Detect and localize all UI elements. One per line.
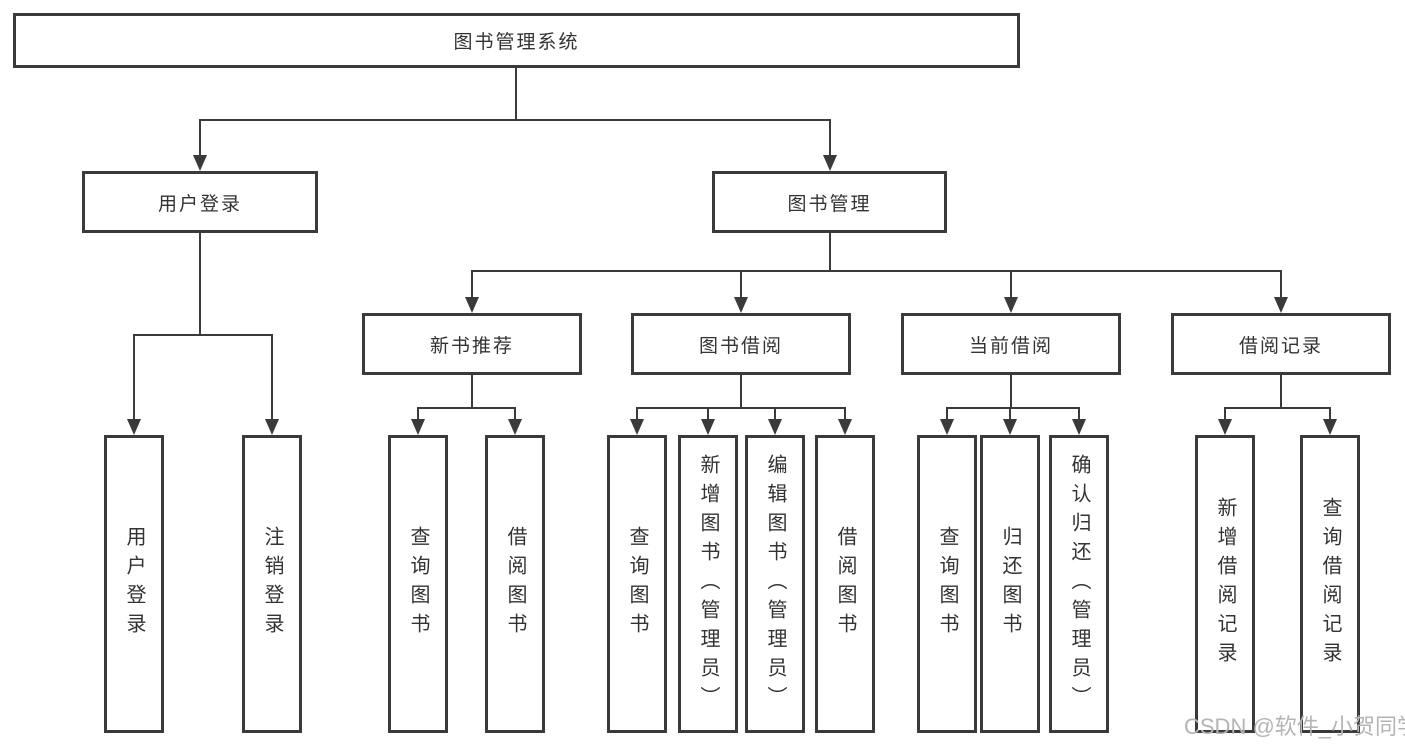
connector-user-login-drop <box>199 233 201 335</box>
connector-book-mgmt-drop <box>829 233 831 271</box>
connector-group-bar <box>637 407 845 409</box>
node-root: 图书管理系统 <box>13 13 1020 68</box>
leaf-confirm-return-admin: 确认归还（管理员） <box>1049 435 1109 733</box>
leaf-return-book: 归还图书 <box>980 435 1040 733</box>
connector-user-login-bar <box>134 334 272 336</box>
leaf-label: 查询图书 <box>936 526 958 642</box>
leaf-label: 借阅图书 <box>834 526 856 642</box>
leaf-edit-book-admin: 编辑图书（管理员） <box>745 435 805 733</box>
leaf-query-books-current: 查询图书 <box>917 435 977 733</box>
connector-stub <box>1010 270 1012 298</box>
leaf-user-login: 用户登录 <box>104 435 164 733</box>
arrow-down-icon <box>1003 419 1017 435</box>
arrow-down-icon <box>940 419 954 435</box>
connector-stub <box>271 334 273 421</box>
arrow-down-icon <box>734 297 748 313</box>
connector-stub <box>707 407 709 421</box>
arrow-down-icon <box>630 419 644 435</box>
connector-stub <box>1224 407 1226 421</box>
arrow-down-icon <box>465 297 479 313</box>
arrow-down-icon <box>1218 419 1232 435</box>
connector-group-drop <box>1280 375 1282 408</box>
connector-stub <box>946 407 948 421</box>
connector-group-bar <box>947 407 1079 409</box>
arrow-down-icon <box>1004 297 1018 313</box>
connector-group-drop <box>1010 375 1012 408</box>
arrow-down-icon <box>1274 297 1288 313</box>
leaf-label: 编辑图书（管理员） <box>764 453 786 715</box>
connector-stub <box>1009 407 1011 421</box>
connector-group-drop <box>740 375 742 408</box>
leaf-label: 查询图书 <box>626 526 648 642</box>
leaf-add-book-admin: 新增图书（管理员） <box>678 435 738 733</box>
connector-stub <box>199 119 201 157</box>
connector-stub <box>740 270 742 298</box>
connector-stub <box>471 270 473 298</box>
arrow-down-icon <box>265 419 279 435</box>
node-book-management: 图书管理 <box>712 171 947 233</box>
connector-stub <box>133 334 135 421</box>
leaf-borrow-books-recommend: 借阅图书 <box>485 435 545 733</box>
leaf-label: 新增借阅记录 <box>1214 497 1236 671</box>
arrow-down-icon <box>127 419 141 435</box>
arrow-down-icon <box>823 155 837 171</box>
leaf-label: 注销登录 <box>261 526 283 642</box>
connector-stub <box>1078 407 1080 421</box>
leaf-query-books-borrow: 查询图书 <box>607 435 667 733</box>
connector-stub <box>417 407 419 421</box>
leaf-label: 新增图书（管理员） <box>697 453 719 715</box>
connector-group-bar <box>418 407 515 409</box>
node-borrow-records: 借阅记录 <box>1171 313 1391 375</box>
arrow-down-icon <box>1072 419 1086 435</box>
leaf-query-borrow-record: 查询借阅记录 <box>1300 435 1360 733</box>
arrow-down-icon <box>508 419 522 435</box>
node-new-book-recommend: 新书推荐 <box>362 313 582 375</box>
connector-stub <box>514 407 516 421</box>
csdn-watermark: CSDN @软件_小贺同学 <box>1184 714 1405 739</box>
connector-group-bar <box>1225 407 1330 409</box>
leaf-label: 查询借阅记录 <box>1319 497 1341 671</box>
arrow-down-icon <box>1323 419 1337 435</box>
connector-level3-bar <box>472 270 1282 272</box>
connector-level2-bar <box>200 119 831 121</box>
leaf-query-books-recommend: 查询图书 <box>388 435 448 733</box>
leaf-label: 借阅图书 <box>504 526 526 642</box>
node-book-borrow: 图书借阅 <box>631 313 851 375</box>
leaf-label: 查询图书 <box>407 526 429 642</box>
arrow-down-icon <box>411 419 425 435</box>
arrow-down-icon <box>838 419 852 435</box>
leaf-borrow-books: 借阅图书 <box>815 435 875 733</box>
leaf-label: 归还图书 <box>999 526 1021 642</box>
connector-stub <box>829 119 831 157</box>
leaf-add-borrow-record: 新增借阅记录 <box>1195 435 1255 733</box>
connector-stub <box>774 407 776 421</box>
connector-stub <box>844 407 846 421</box>
arrow-down-icon <box>701 419 715 435</box>
leaf-label: 用户登录 <box>123 526 145 642</box>
connector-stub <box>636 407 638 421</box>
node-current-borrow: 当前借阅 <box>901 313 1121 375</box>
arrow-down-icon <box>768 419 782 435</box>
connector-root-drop <box>515 68 517 120</box>
leaf-label: 确认归还（管理员） <box>1068 453 1090 715</box>
connector-group-drop <box>471 375 473 408</box>
node-user-login: 用户登录 <box>82 171 318 233</box>
arrow-down-icon <box>193 155 207 171</box>
connector-stub <box>1329 407 1331 421</box>
leaf-logout: 注销登录 <box>242 435 302 733</box>
connector-stub <box>1280 270 1282 298</box>
